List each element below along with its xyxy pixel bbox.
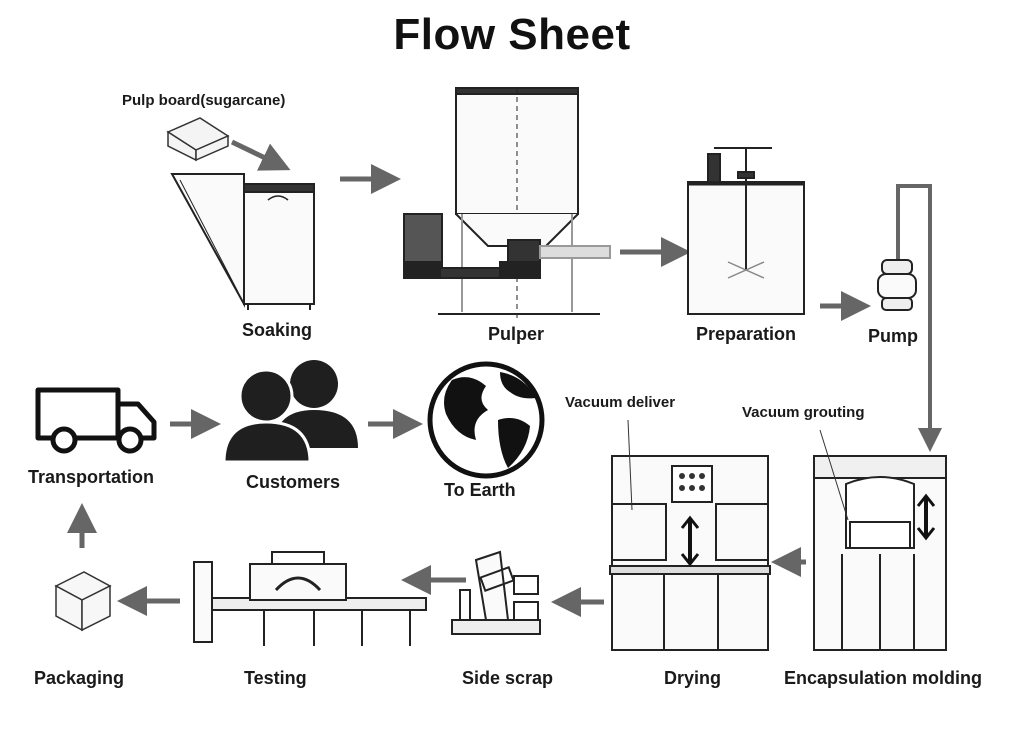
label-testing: Testing: [244, 668, 307, 688]
label-drying: Drying: [664, 668, 722, 688]
page-title: Flow Sheet: [393, 10, 631, 59]
arrow-board-to-soaking: [230, 139, 291, 171]
soaking-machine: [170, 173, 315, 310]
label-packaging: Packaging: [34, 668, 125, 688]
drying-machine: [609, 419, 771, 651]
side-scrap-machine: [451, 550, 541, 635]
label-soaking: Soaking: [242, 320, 313, 340]
customers-icon: [222, 360, 358, 464]
label-vacuum-grouting: Vacuum grouting: [742, 404, 865, 421]
pulper-machine: [403, 87, 611, 320]
truck-icon: [35, 387, 157, 454]
label-encapsulation-molding: Encapsulation molding: [784, 668, 983, 688]
box-icon: [54, 571, 112, 632]
label-pulp-board: Pulp board(sugarcane): [122, 92, 286, 109]
label-vacuum-deliver: Vacuum deliver: [565, 394, 676, 411]
pulp-board-icon: [166, 117, 230, 162]
label-pump: Pump: [868, 326, 919, 346]
label-transportation: Transportation: [28, 467, 155, 487]
label-preparation: Preparation: [696, 324, 797, 344]
label-pulper: Pulper: [488, 324, 545, 344]
encapsulation-machine: [813, 429, 947, 651]
earth-icon: [427, 361, 545, 479]
label-side-scrap: Side scrap: [462, 668, 554, 688]
label-to-earth: To Earth: [444, 480, 516, 500]
testing-machine: [193, 551, 427, 646]
pump-machine: [877, 184, 930, 311]
label-customers: Customers: [246, 472, 341, 492]
preparation-tank: [687, 147, 805, 315]
